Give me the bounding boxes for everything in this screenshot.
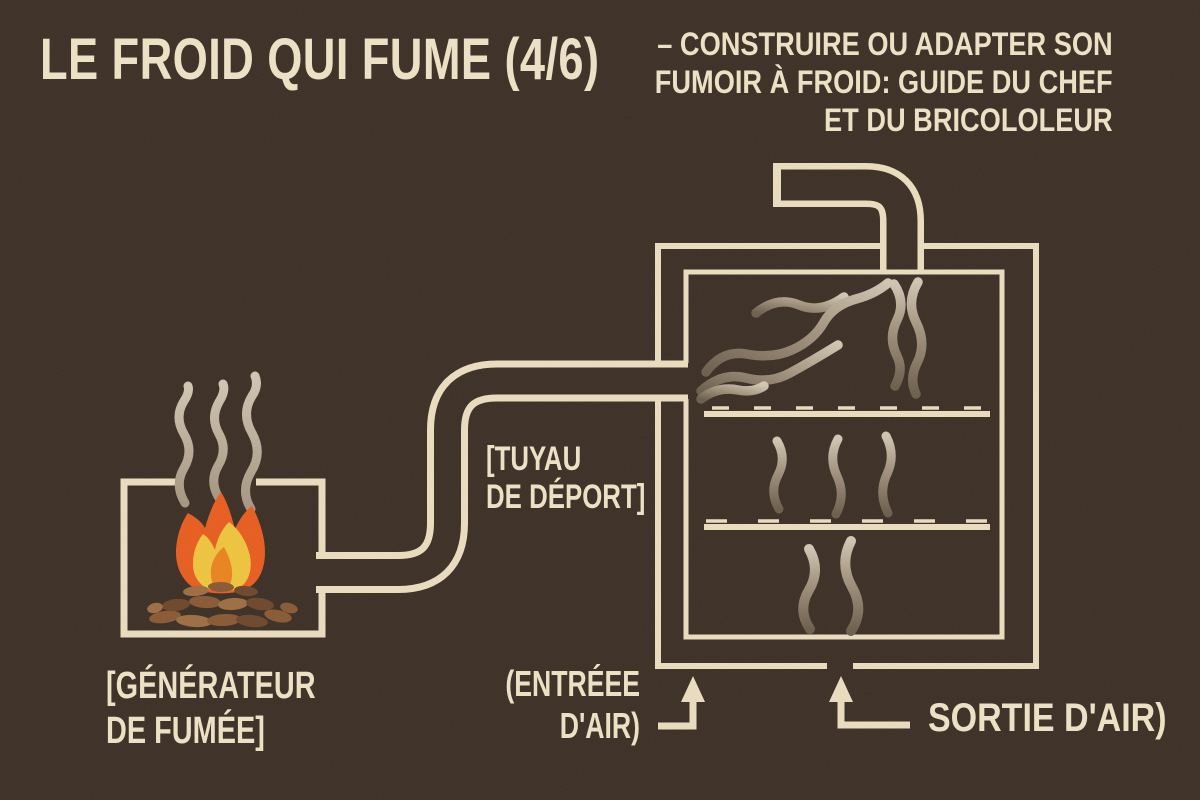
rack-top: [704, 406, 990, 417]
chamber-smoke-wisps: [696, 277, 927, 636]
generator-label-line-1: [GÉNÉRATEUR: [106, 665, 316, 707]
rack-bottom: [704, 519, 990, 530]
fire-icon: [176, 492, 265, 594]
subtitle-line-1: – CONSTRUIRE OU ADAPTER SON: [657, 26, 1113, 62]
wood-chips: [147, 581, 298, 628]
air-outlet-arrow: [829, 676, 910, 729]
title-text: LE FROID QUI FUME: [40, 27, 492, 92]
series-counter: (4/6): [504, 27, 600, 92]
pipe-label-line-1: [TUYAU: [486, 440, 582, 478]
smoke-generator-label: [GÉNÉRATEUR DE FUMÉE]: [106, 664, 316, 754]
air-inlet-line-2: D'AIR): [559, 705, 640, 746]
air-inlet-arrow: [658, 676, 705, 730]
air-inlet-label: (ENTRÉEE D'AIR): [505, 663, 640, 747]
smoke-chamber-inner-wall: [683, 269, 1005, 640]
subtitle: – CONSTRUIRE OU ADAPTER SON FUMOIR À FRO…: [655, 25, 1113, 139]
smoke-chamber-outer-wall: [655, 243, 1039, 669]
offset-pipe-label: [TUYAU DE DÉPORT]: [486, 440, 645, 516]
fire-smoke-wisps: [174, 371, 262, 514]
air-outlet-label: SORTIE D'AIR): [928, 696, 1167, 740]
chimney: [773, 163, 924, 271]
pipe-label-line-2: DE DÉPORT]: [486, 478, 646, 516]
air-inlet-line-1: (ENTRÉEE: [505, 663, 640, 704]
subtitle-line-2: FUMOIR À FROID: GUIDE DU CHEF: [655, 64, 1113, 100]
page-title: LE FROID QUI FUME (4/6): [40, 26, 599, 93]
generator-label-line-2: DE FUMÉE]: [106, 710, 265, 752]
subtitle-line-3: ET DU BRICOLOLEUR: [824, 102, 1113, 138]
